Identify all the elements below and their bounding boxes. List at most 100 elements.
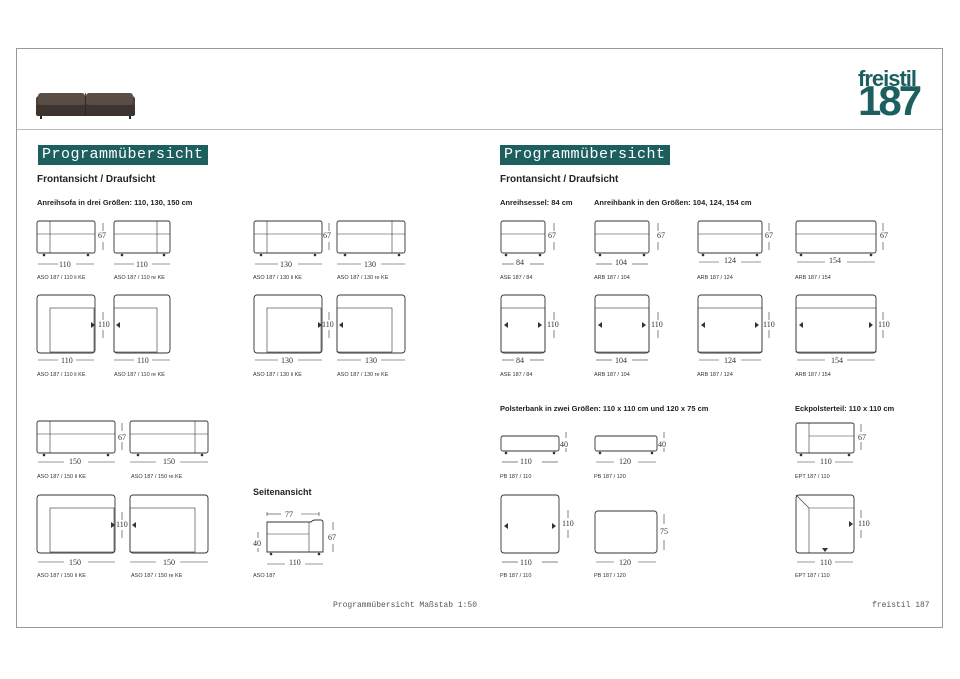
drawing-aso130-front [253,220,406,265]
dim-120: 120 [619,457,631,466]
drawing-aso-side [257,512,334,565]
caption: ARB 187 / 124 [697,372,733,378]
caption: ASO 187 / 110 re KE [114,372,165,378]
drawing-ept110-top [795,494,862,563]
drawing-aso150-front [36,420,209,463]
subheading-bank: Anreihbank in den Größen: 104, 124, 154 … [594,198,752,207]
dim-110: 110 [136,260,148,269]
dim-154: 154 [829,256,841,265]
dim-104: 104 [615,356,627,365]
drawing-aso150-top [36,494,209,563]
dim-130: 130 [365,356,377,365]
freistil-logo: freistil 187 [858,66,922,124]
caption: PB 187 / 120 [594,474,626,480]
caption: ARB 187 / 154 [795,372,831,378]
dim-40: 40 [253,539,261,548]
dim-67: 67 [98,231,106,240]
dim-110: 110 [820,558,832,567]
drawing-ept110-front [795,422,862,463]
caption: PB 187 / 120 [594,573,626,579]
caption: ARB 187 / 154 [795,275,831,281]
dim-67: 67 [765,231,773,240]
caption: ASO 187 [253,573,276,579]
dim-130: 130 [280,260,292,269]
caption: ASE 187 / 84 [500,372,533,378]
drawing-arb124-front [697,220,770,263]
caption: PB 187 / 110 [500,573,532,579]
dim-110: 110 [137,356,149,365]
dim-67: 67 [858,433,866,442]
dim-110: 110 [820,457,832,466]
drawing-arb154-front [795,220,884,263]
sofa-photo [36,93,135,119]
caption: ASO 187 / 150 re KE [131,573,183,579]
caption: ASO 187 / 150 re KE [131,474,183,480]
dim-110: 110 [562,519,574,528]
dim-75: 75 [660,527,668,536]
drawing-pb120-front [594,432,665,463]
dim-84: 84 [516,258,524,267]
drawing-pb110-front [500,432,567,463]
dim-150: 150 [69,558,81,567]
caption: ASO 187 / 150 li KE [37,474,86,480]
dim-124: 124 [724,256,736,265]
caption: ARB 187 / 104 [594,372,630,378]
subheading-eckpolster: Eckpolsterteil: 110 x 110 cm [795,404,895,413]
dim-110: 110 [98,320,110,329]
caption: ASO 187 / 130 re KE [337,275,389,281]
dim-67: 67 [328,533,336,542]
drawing-aso110-top [36,294,171,361]
dim-110: 110 [651,320,663,329]
dim-110: 110 [59,260,71,269]
header-rule [17,129,942,130]
dim-110: 110 [763,320,775,329]
dim-154: 154 [831,356,843,365]
caption: EPT 187 / 110 [795,474,830,480]
dim-110: 110 [520,457,532,466]
dim-110: 110 [547,320,559,329]
footer-right: freistil 187 [872,601,930,610]
drawing-arb104-front [594,220,659,265]
drawing-arb104-top [594,294,659,361]
dim-67: 67 [880,231,888,240]
dim-67: 67 [657,231,665,240]
dim-67: 67 [548,231,556,240]
dim-150: 150 [163,457,175,466]
dim-110: 110 [520,558,532,567]
caption: ASO 187 / 110 li KE [37,275,86,281]
caption: ARB 187 / 104 [594,275,630,281]
dim-110: 110 [61,356,73,365]
side-view-heading: Seitenansicht [253,487,312,497]
heading-right: Frontansicht / Draufsicht [500,174,619,185]
dim-150: 150 [163,558,175,567]
dim-67: 67 [323,231,331,240]
caption: EPT 187 / 110 [795,573,830,579]
drawing-ase84-top [500,294,555,361]
subheading-left: Anreihsofa in drei Größen: 110, 130, 150… [37,198,193,207]
dim-67: 67 [118,433,126,442]
dim-130: 130 [281,356,293,365]
page-frame [16,48,943,628]
dim-110: 110 [878,320,890,329]
caption: ARB 187 / 124 [697,275,733,281]
drawing-ase84-front [500,220,555,265]
dim-110: 110 [858,519,870,528]
footer-left: Programmübersicht Maßstab 1:50 [333,601,478,610]
dim-40: 40 [658,440,666,449]
dim-77: 77 [285,510,293,519]
dim-84: 84 [516,356,524,365]
dim-110: 110 [289,558,301,567]
dim-130: 130 [364,260,376,269]
dim-104: 104 [615,258,627,267]
caption: ASO 187 / 150 li KE [37,573,86,579]
dim-150: 150 [69,457,81,466]
drawing-pb120-top [594,510,665,563]
subheading-sessel: Anreihsessel: 84 cm [500,198,573,207]
caption: ASO 187 / 110 li KE [37,372,86,378]
caption: PB 187 / 110 [500,474,532,480]
dim-124: 124 [724,356,736,365]
caption: ASO 187 / 130 re KE [337,372,389,378]
drawing-arb154-top [795,294,884,361]
caption: ASE 187 / 84 [500,275,533,281]
heading-left: Frontansicht / Draufsicht [37,174,156,185]
